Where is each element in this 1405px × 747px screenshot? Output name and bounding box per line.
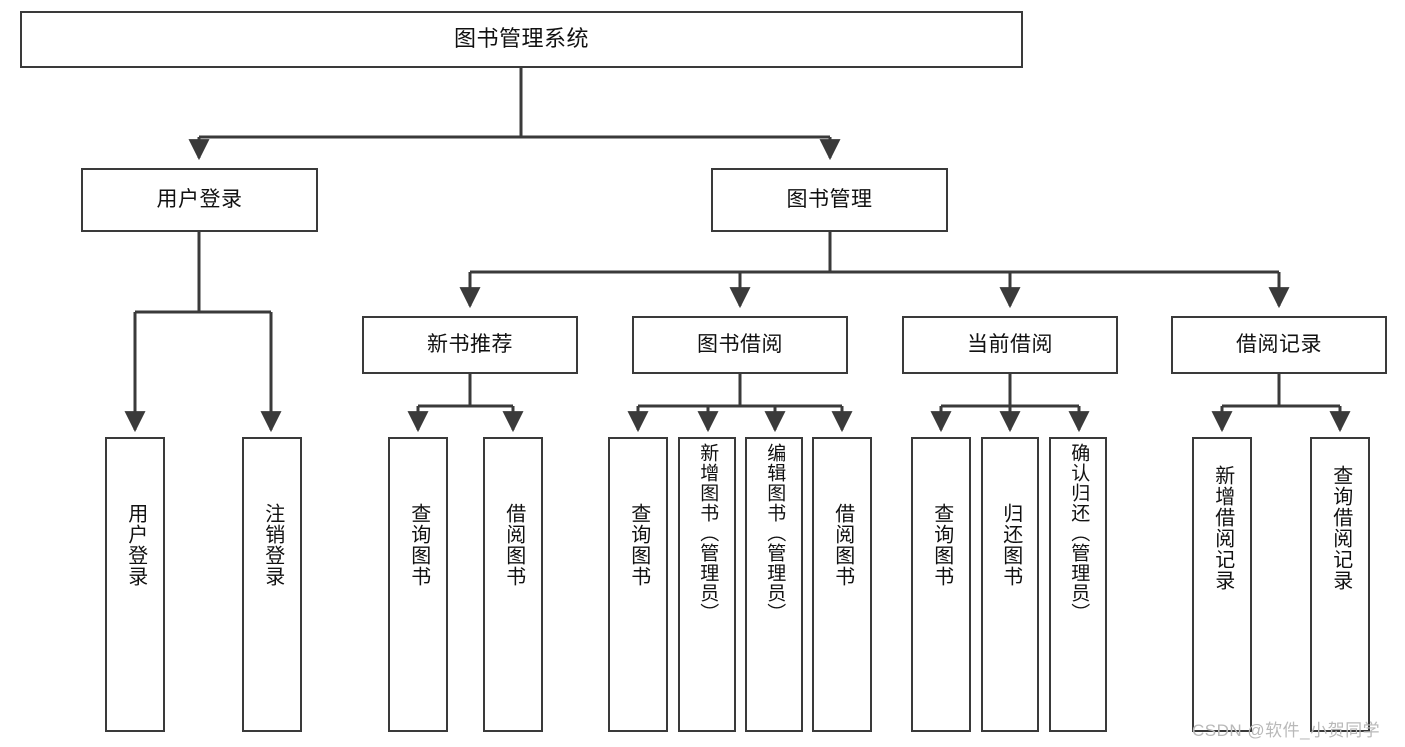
node-user-login[interactable]: 用户登录 <box>81 168 318 232</box>
node-label: 归还图书 <box>999 503 1022 587</box>
node-label: 新增借阅记录 <box>1211 465 1234 591</box>
node-new-book-recommend[interactable]: 新书推荐 <box>362 316 578 374</box>
node-label: 查询借阅记录 <box>1329 465 1352 591</box>
leaf-confirm-return-admin[interactable]: 确认归还（管理员） <box>1049 437 1107 732</box>
leaf-query-book-borrow[interactable]: 查询图书 <box>608 437 668 732</box>
node-label: 编辑图书（管理员） <box>764 443 786 623</box>
node-label: 图书借阅 <box>697 333 783 357</box>
node-label: 图书管理系统 <box>453 26 589 52</box>
node-label: 借阅图书 <box>502 503 525 587</box>
node-borrow-record[interactable]: 借阅记录 <box>1171 316 1387 374</box>
node-label: 用户登录 <box>124 503 147 587</box>
leaf-add-borrow-record[interactable]: 新增借阅记录 <box>1192 437 1252 732</box>
node-label: 新书推荐 <box>427 333 513 357</box>
node-label: 查询图书 <box>407 503 430 587</box>
node-book-borrow[interactable]: 图书借阅 <box>632 316 848 374</box>
node-label: 新增图书（管理员） <box>697 443 719 623</box>
leaf-add-book-admin[interactable]: 新增图书（管理员） <box>678 437 736 732</box>
node-label: 确认归还（管理员） <box>1068 443 1090 623</box>
leaf-logout[interactable]: 注销登录 <box>242 437 302 732</box>
node-label: 查询图书 <box>627 503 650 587</box>
leaf-query-borrow-record[interactable]: 查询借阅记录 <box>1310 437 1370 732</box>
leaf-user-login[interactable]: 用户登录 <box>105 437 165 732</box>
leaf-borrow-book[interactable]: 借阅图书 <box>812 437 872 732</box>
leaf-edit-book-admin[interactable]: 编辑图书（管理员） <box>745 437 803 732</box>
node-label: 图书管理 <box>786 188 873 212</box>
leaf-borrow-book-newbook[interactable]: 借阅图书 <box>483 437 543 732</box>
node-book-management[interactable]: 图书管理 <box>711 168 948 232</box>
node-label: 当前借阅 <box>967 333 1053 357</box>
node-label: 用户登录 <box>156 188 243 212</box>
node-current-borrow[interactable]: 当前借阅 <box>902 316 1118 374</box>
node-label: 借阅图书 <box>831 503 854 587</box>
leaf-return-book[interactable]: 归还图书 <box>981 437 1039 732</box>
leaf-query-book-newbook[interactable]: 查询图书 <box>388 437 448 732</box>
node-label: 查询图书 <box>930 503 953 587</box>
node-label: 注销登录 <box>261 503 284 587</box>
node-root-system[interactable]: 图书管理系统 <box>20 11 1023 68</box>
leaf-query-book-current[interactable]: 查询图书 <box>911 437 971 732</box>
node-label: 借阅记录 <box>1236 333 1322 357</box>
csdn-watermark: CSDN @软件_小贺同学 <box>1192 721 1381 740</box>
